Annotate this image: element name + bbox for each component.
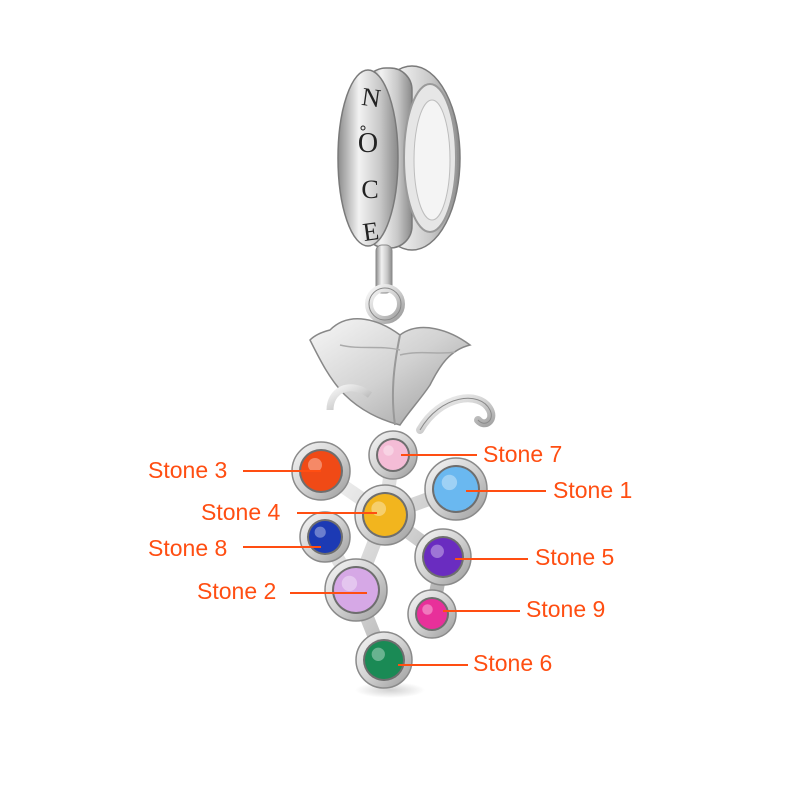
stone-6-setting xyxy=(355,631,413,689)
callout-line xyxy=(398,664,468,666)
callout-line xyxy=(243,546,321,548)
leaf-ornament xyxy=(309,318,496,434)
stone-1-gem xyxy=(434,467,478,511)
svg-text:E: E xyxy=(361,216,381,247)
stone-5-setting xyxy=(414,528,472,586)
stone-8-setting xyxy=(299,511,351,563)
stone-9-label: Stone 9 xyxy=(526,596,606,622)
stone-4-label: Stone 4 xyxy=(201,499,281,525)
svg-text:N: N xyxy=(360,82,383,113)
stone-6-gem xyxy=(365,641,403,679)
callout-line xyxy=(290,592,367,594)
callout-line xyxy=(401,454,477,456)
callout-line xyxy=(466,490,546,492)
callout-line xyxy=(455,558,528,560)
stone-4-gem xyxy=(364,494,406,536)
callout-line xyxy=(443,610,520,612)
svg-text:C: C xyxy=(361,175,378,204)
stone-9-setting xyxy=(407,589,457,639)
stone-7-setting xyxy=(368,430,418,480)
stone-1-label: Stone 1 xyxy=(553,477,633,503)
stone-7-label: Stone 7 xyxy=(483,441,563,467)
stone-2-label: Stone 2 xyxy=(197,578,277,604)
stone-2-gem xyxy=(334,568,378,612)
svg-text:O: O xyxy=(358,128,378,159)
stone-5-gem xyxy=(424,538,462,576)
stone-2-setting xyxy=(324,558,388,622)
stone-7-gem xyxy=(378,440,408,470)
bead-ring: N O C E xyxy=(337,65,461,251)
stone-5-label: Stone 5 xyxy=(535,544,615,570)
bail-connector xyxy=(365,244,405,324)
stones-layer xyxy=(291,430,488,689)
stone-9-gem xyxy=(417,599,447,629)
stone-8-gem xyxy=(309,521,341,553)
stone-3-gem xyxy=(301,451,341,491)
callout-line xyxy=(297,512,377,514)
callout-line xyxy=(243,470,321,472)
stone-3-label: Stone 3 xyxy=(148,457,228,483)
stone-3-setting xyxy=(291,441,351,501)
stone-6-label: Stone 6 xyxy=(473,650,553,676)
stone-8-label: Stone 8 xyxy=(148,535,228,561)
stone-4-setting xyxy=(354,484,416,546)
stone-1-setting xyxy=(424,457,488,521)
